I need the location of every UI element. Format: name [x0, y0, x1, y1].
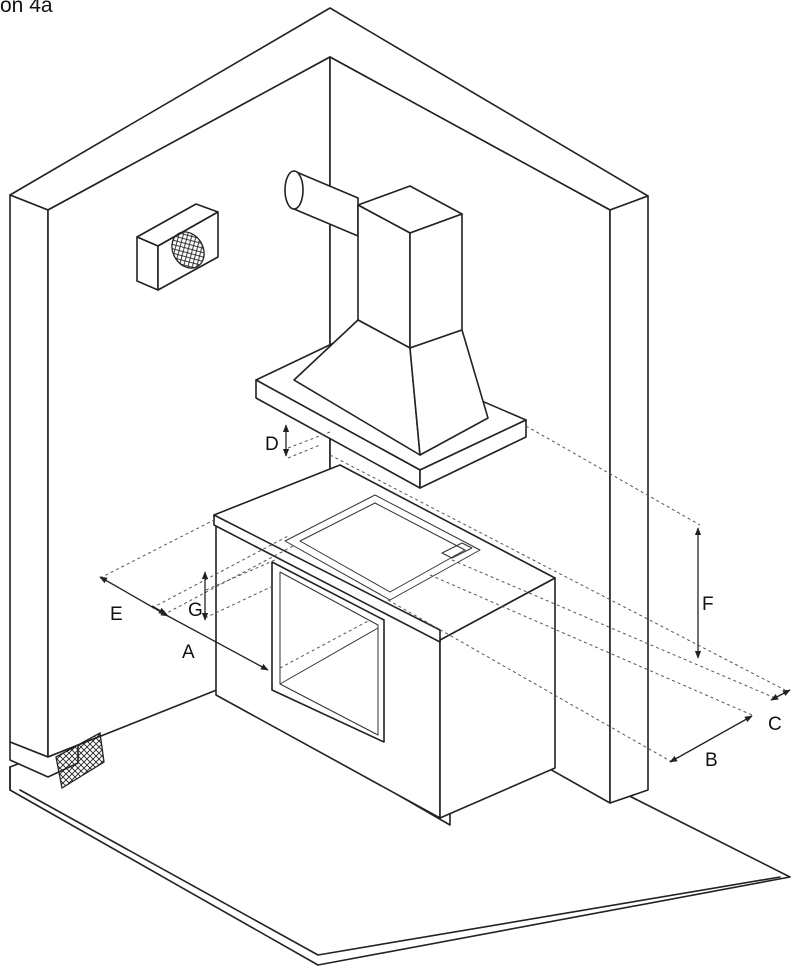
label-e: E — [110, 604, 123, 625]
duct-pipe — [284, 170, 359, 237]
label-b: B — [705, 750, 718, 771]
cooker-unit — [213, 464, 556, 826]
figure-caption: on 4a — [0, 0, 53, 17]
floor-vent — [55, 731, 105, 790]
wall-vent — [136, 203, 219, 291]
label-f: F — [702, 594, 714, 615]
label-c: C — [768, 714, 782, 735]
label-a: A — [182, 642, 195, 663]
cooker-hood — [255, 185, 527, 489]
dimension-projections — [99, 425, 786, 763]
label-d: D — [265, 434, 279, 455]
label-g: G — [188, 600, 203, 621]
dimension-labels: D E G A F B C — [110, 434, 782, 771]
dimension-arrows — [99, 424, 791, 763]
